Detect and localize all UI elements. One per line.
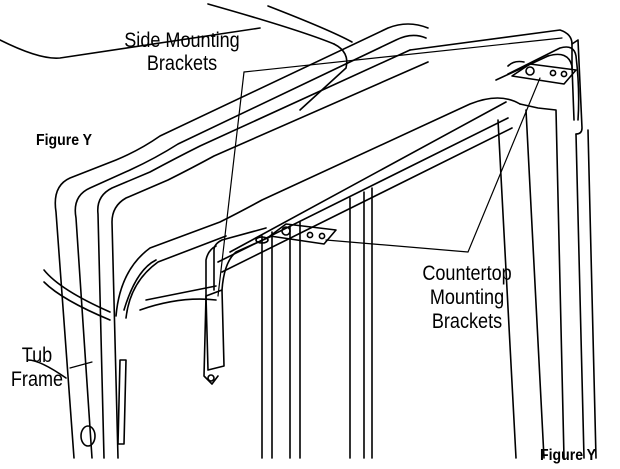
countertop-mounting-brackets-label-line3: Brackets bbox=[431, 310, 503, 333]
side-mounting-brackets-label-line1: Side Mounting bbox=[124, 29, 240, 52]
countertop-outline bbox=[0, 3, 353, 111]
side-bracket-left bbox=[203, 227, 273, 385]
leader-lines bbox=[69, 37, 563, 369]
countertop-bracket-left bbox=[255, 223, 337, 245]
right-side-panel bbox=[409, 29, 597, 459]
side-bracket-right bbox=[495, 46, 580, 121]
figure-label-top: Figure Y bbox=[36, 132, 93, 149]
tub-interior-edges bbox=[261, 187, 373, 459]
countertop-bracket-right bbox=[507, 60, 577, 85]
tub-frame-label-line1: Tub bbox=[21, 344, 53, 367]
side-mounting-brackets-label-line2: Brackets bbox=[146, 52, 218, 75]
tub-frame bbox=[27, 23, 429, 459]
countertop-mounting-brackets-label-line2: Mounting bbox=[429, 286, 505, 309]
figure-label-bottom: Figure Y bbox=[540, 447, 597, 464]
tub-frame-label-line2: Frame bbox=[10, 368, 64, 391]
countertop-mounting-brackets-label-line1: Countertop bbox=[422, 262, 512, 285]
tub-inner-walls bbox=[115, 97, 521, 319]
